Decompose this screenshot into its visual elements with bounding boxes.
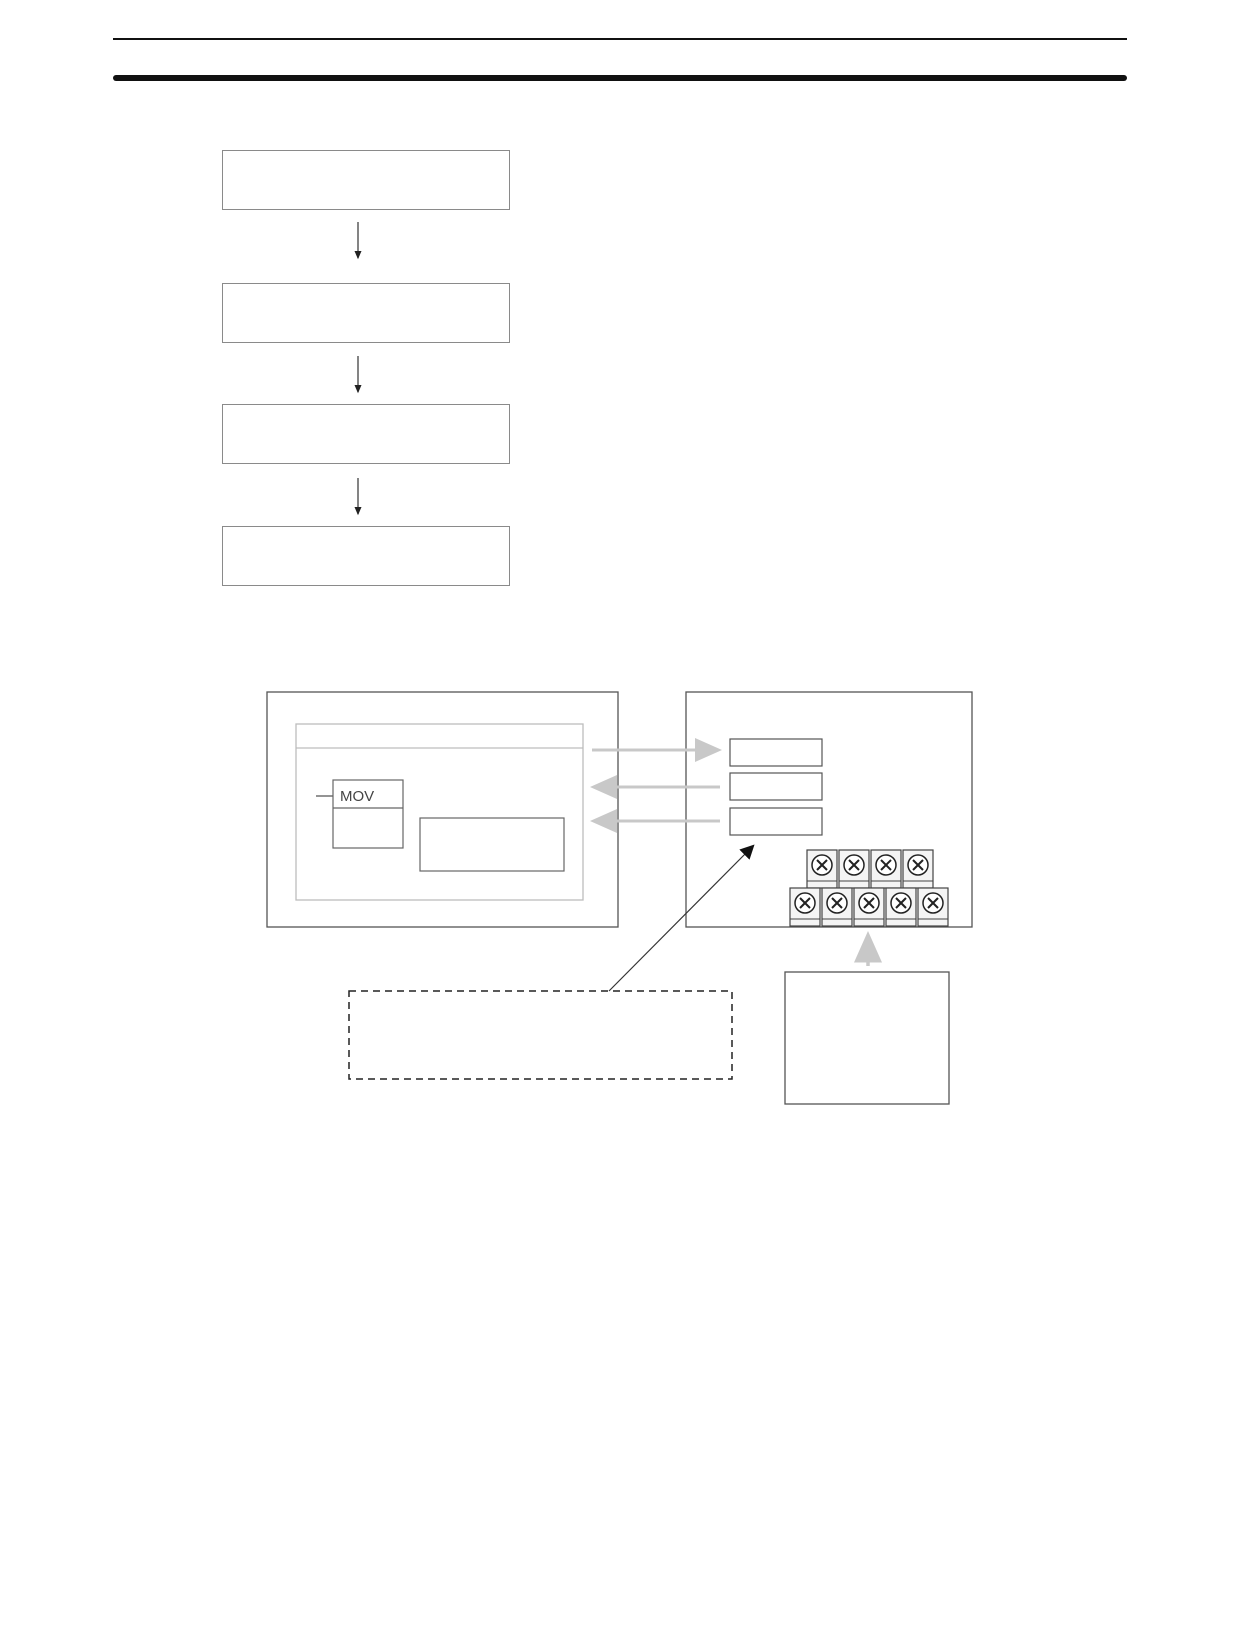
terminal-screw-icon bbox=[821, 887, 853, 927]
data-area-box bbox=[419, 817, 565, 872]
io-register-3 bbox=[729, 807, 823, 836]
callout-dashed-box bbox=[348, 990, 733, 1080]
mov-instruction-block bbox=[332, 779, 404, 849]
terminal-screw-icon bbox=[885, 887, 917, 927]
terminal-screw-icon bbox=[789, 887, 821, 927]
io-register-1 bbox=[729, 738, 823, 767]
terminal-screw-icon bbox=[870, 849, 902, 889]
terminal-screw-icon bbox=[853, 887, 885, 927]
callout-pointer-arrow bbox=[608, 844, 755, 992]
input-device-box bbox=[784, 971, 950, 1105]
data-transfer-arrows bbox=[590, 738, 722, 833]
terminal-screw-icon bbox=[902, 849, 934, 889]
terminal-block bbox=[789, 849, 949, 927]
terminal-screw-icon bbox=[917, 887, 949, 927]
mov-instruction-label: MOV bbox=[340, 788, 374, 805]
flow-step-box-2 bbox=[222, 283, 510, 343]
io-register-2 bbox=[729, 772, 823, 801]
header-rule-thin bbox=[113, 38, 1127, 40]
terminal-screw-icon bbox=[838, 849, 870, 889]
flow-step-box-4 bbox=[222, 526, 510, 586]
header-rule-thick bbox=[113, 75, 1127, 81]
terminal-screw-icon bbox=[806, 849, 838, 889]
flow-step-box-3 bbox=[222, 404, 510, 464]
flow-step-box-1 bbox=[222, 150, 510, 210]
